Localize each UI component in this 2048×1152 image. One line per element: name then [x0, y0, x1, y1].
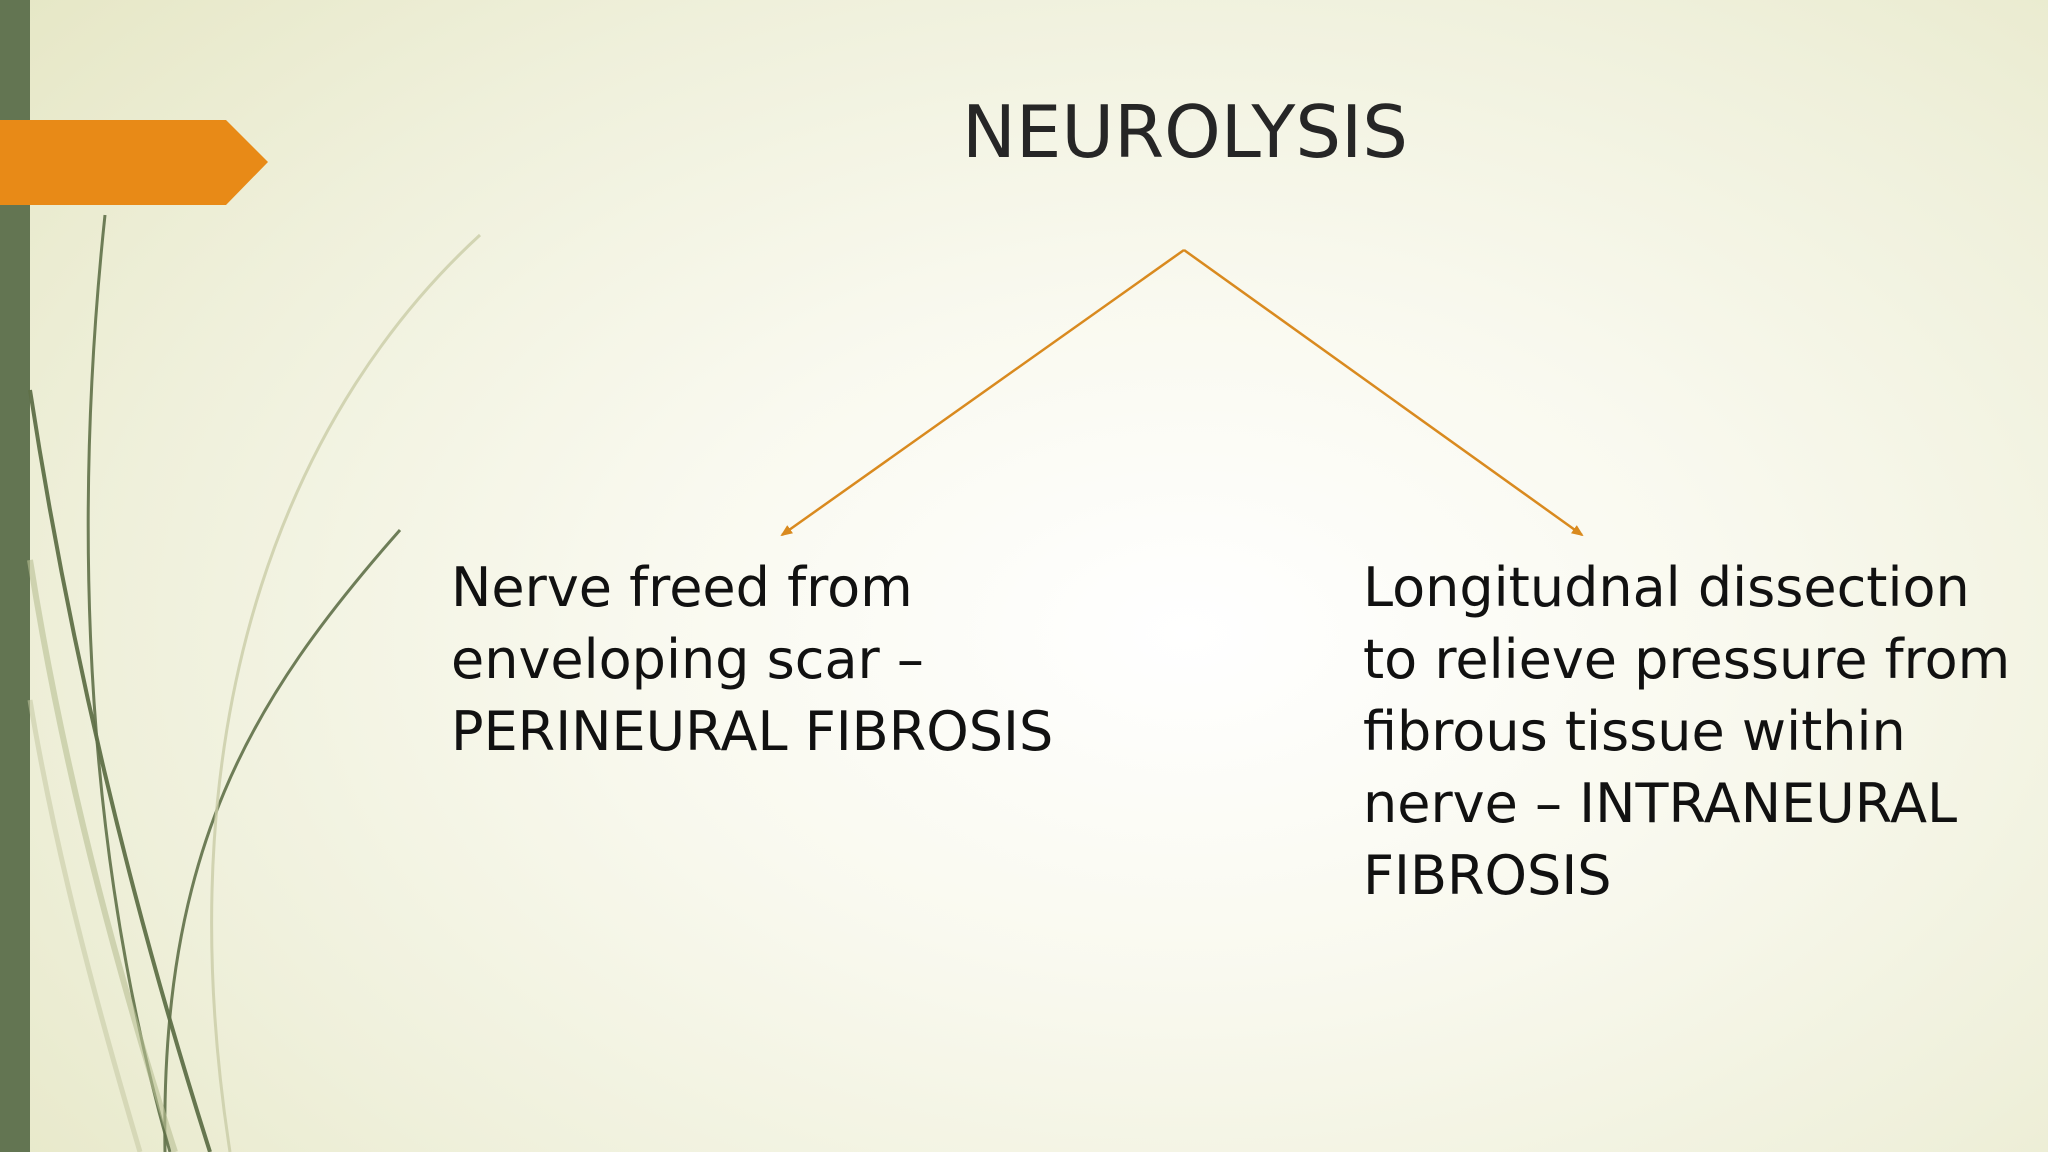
- right-branch-line: Longitudnal dissection: [1363, 556, 1970, 619]
- left-branch-line: Nerve freed from: [451, 556, 913, 619]
- left-branch-arrow: [780, 248, 1185, 537]
- orange-title-tab: [0, 120, 268, 205]
- right-branch-line: fibrous tissue within: [1363, 700, 1906, 763]
- right-branch-line: FIBROSIS: [1363, 844, 1612, 907]
- right-branch-arrow: [1183, 248, 1584, 537]
- left-branch-line: PERINEURAL FIBROSIS: [451, 700, 1054, 763]
- left-branch-text: Nerve freed from enveloping scar – PERIN…: [451, 552, 1053, 768]
- slide-title: NEUROLYSIS: [962, 90, 1408, 174]
- right-branch-line: to relieve pressure from: [1363, 628, 2011, 691]
- right-branch-line: nerve – INTRANEURAL: [1363, 772, 1958, 835]
- right-branch-text: Longitudnal dissection to relieve pressu…: [1363, 552, 2010, 912]
- left-branch-line: enveloping scar –: [451, 628, 924, 691]
